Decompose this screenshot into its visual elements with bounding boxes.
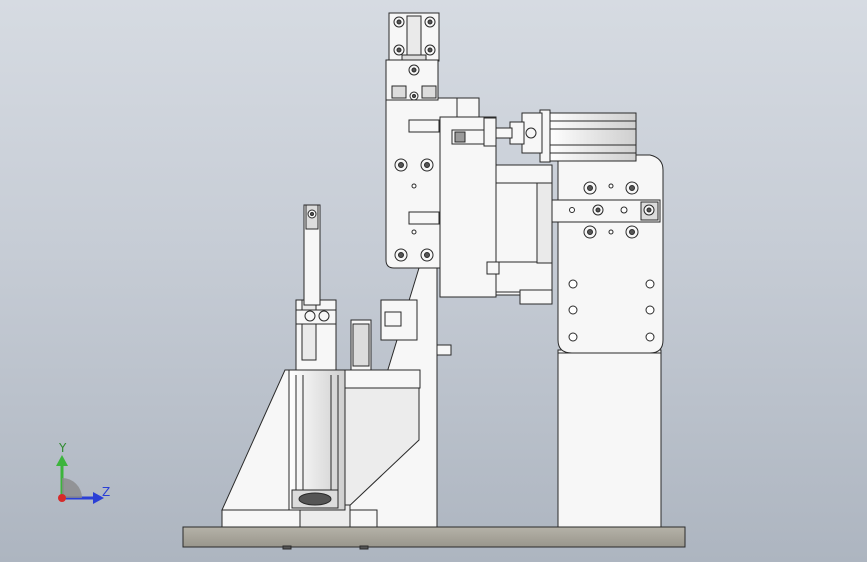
piston-rod[interactable]	[295, 204, 337, 371]
axis-z-label: Z	[102, 485, 111, 499]
axis-y-label: Y	[59, 441, 67, 455]
vertical-column[interactable]	[557, 349, 662, 528]
slide-frame[interactable]	[493, 164, 553, 305]
column-mount-plate[interactable]	[557, 154, 664, 354]
coordinate-triad	[56, 455, 104, 504]
plate-screws	[394, 158, 434, 262]
top-cylinder[interactable]	[495, 109, 637, 163]
mount-screws-top	[583, 181, 639, 239]
top-gripper[interactable]	[385, 12, 440, 101]
xy-plane-indicator	[62, 478, 82, 498]
z-axis-arrow	[93, 492, 104, 504]
vertical-cylinder[interactable]	[288, 369, 346, 511]
base-plate[interactable]	[182, 526, 686, 550]
x-axis-dot	[58, 494, 66, 502]
support-gusset[interactable]	[344, 267, 452, 528]
slide-block[interactable]	[439, 116, 500, 298]
y-axis-arrow	[56, 455, 68, 466]
gripper-mount-plate[interactable]	[385, 97, 480, 269]
